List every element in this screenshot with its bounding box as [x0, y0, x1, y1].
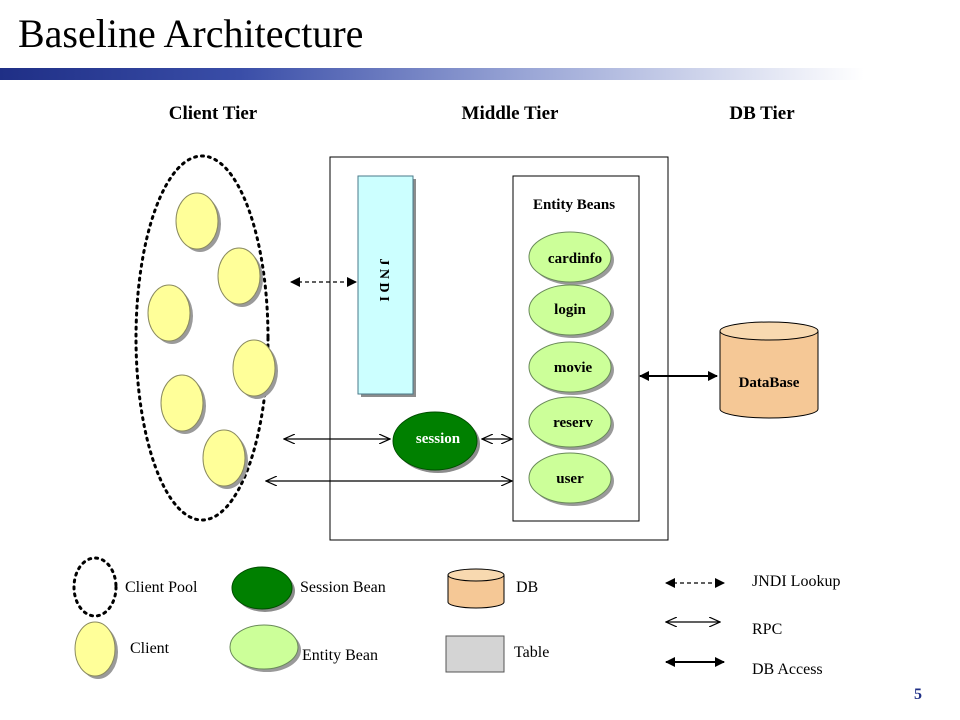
- client-node: [217, 247, 263, 307]
- entity-bean-label: cardinfo: [548, 251, 602, 267]
- legend-db-label: DB: [516, 579, 538, 596]
- entity-bean-movie: movie: [528, 341, 614, 395]
- slide-title: Baseline Architecture: [18, 11, 364, 56]
- legend-entity-bean-label: Entity Bean: [302, 647, 378, 664]
- client-node: [175, 192, 221, 252]
- legend-db-access-label: DB Access: [752, 661, 823, 678]
- database-cylinder: DataBase: [719, 321, 819, 419]
- entity-bean-label: user: [556, 471, 584, 487]
- database-label: DataBase: [739, 375, 800, 391]
- entity-bean-reserv: reserv: [528, 396, 614, 450]
- legend-client-pool-symbol: [72, 556, 118, 618]
- entity-bean-label: reserv: [553, 415, 593, 431]
- legend-db-symbol: [447, 568, 505, 609]
- client-node: [202, 429, 248, 489]
- entity-bean-user: user: [528, 452, 614, 506]
- legend-client-label: Client: [130, 640, 170, 657]
- title-underline-bar: [0, 68, 960, 80]
- page-number: 5: [914, 686, 922, 703]
- entity-bean-cardinfo: cardinfo: [528, 231, 614, 285]
- entity-bean-label: movie: [554, 360, 593, 376]
- legend-session-bean-label: Session Bean: [300, 579, 386, 596]
- client-pool-boundary: [134, 154, 270, 522]
- legend-table-label: Table: [514, 644, 549, 661]
- client-tier-heading: Client Tier: [169, 103, 258, 124]
- client-node: [147, 284, 193, 344]
- middle-tier-heading: Middle Tier: [462, 103, 560, 124]
- jndi-box: [357, 175, 414, 395]
- entity-beans-heading: Entity Beans: [533, 197, 615, 213]
- legend: Client Pool Client Session Bean Entity B…: [72, 556, 840, 679]
- entity-bean-login: login: [528, 284, 614, 338]
- legend-jndi-lookup-label: JNDI Lookup: [752, 573, 840, 590]
- legend-rpc-label: RPC: [752, 621, 782, 638]
- client-node: [160, 374, 206, 434]
- entity-bean-label: login: [554, 302, 586, 318]
- client-node: [232, 339, 278, 399]
- legend-table-symbol: [445, 635, 505, 673]
- legend-session-bean-symbol: [231, 566, 295, 612]
- db-tier-heading: DB Tier: [729, 103, 795, 124]
- client-group: [147, 192, 278, 489]
- legend-entity-bean-symbol: [229, 624, 301, 672]
- legend-client-symbol: [74, 621, 118, 679]
- session-label: session: [416, 431, 461, 447]
- session-bean: session: [392, 411, 480, 473]
- legend-client-pool-label: Client Pool: [125, 579, 198, 596]
- jndi-label: J N D I: [376, 258, 391, 301]
